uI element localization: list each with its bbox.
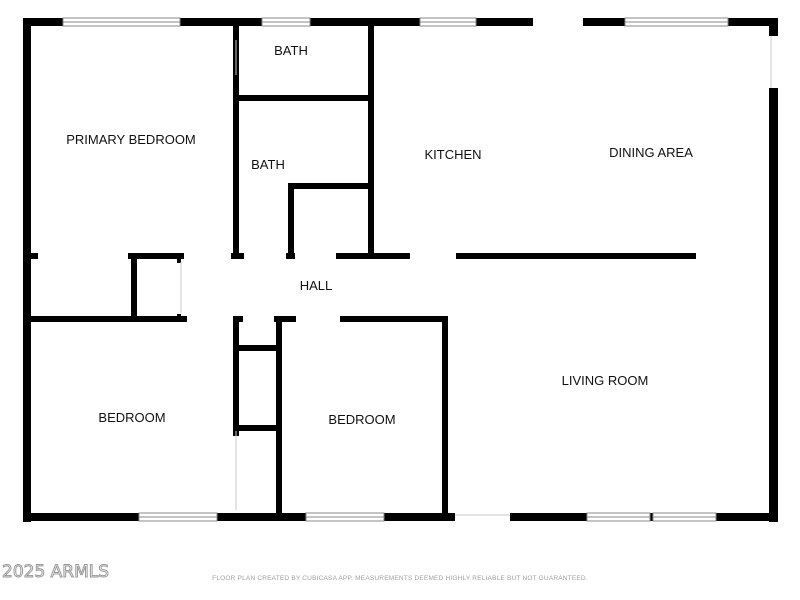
windows (62, 17, 729, 522)
label-primary-bedroom: PRIMARY BEDROOM (66, 132, 196, 147)
exterior-openings (455, 18, 778, 521)
opening-top-dining (533, 18, 583, 26)
window-top-kitchen (419, 17, 477, 27)
wall-linen-left (131, 253, 137, 322)
opening-bottom-living (455, 513, 510, 521)
wall-closet-bedroom-center (276, 316, 282, 521)
window-top-bath (261, 17, 311, 27)
wall-hall-top-2 (128, 253, 184, 259)
window-bottom-living-2 (652, 512, 717, 522)
exterior-walls (23, 18, 778, 522)
label-bedroom-left: BEDROOM (98, 410, 165, 425)
wall-closet-shelf-1 (233, 345, 281, 351)
wall-bath-closet-top (288, 183, 374, 189)
label-dining-area: DINING AREA (609, 145, 693, 160)
wall-linen-right (177, 253, 181, 263)
wall-hall-top-5 (336, 253, 410, 259)
wall-hall-bottom-3 (274, 316, 296, 322)
disclaimer-text: FLOOR PLAN CREATED BY CUBICASA APP. MEAS… (212, 575, 588, 582)
wall-hall-bottom-4 (340, 316, 448, 322)
exterior-wall-left (23, 18, 31, 522)
door-hints (180, 40, 237, 510)
copyright-watermark: 2025 ARMLS (1, 562, 110, 583)
wall-bedroom-left-closet (233, 316, 239, 436)
exterior-wall-bottom (23, 513, 778, 521)
wall-hall-top-3 (231, 253, 244, 259)
wall-bedroom-living (442, 316, 448, 521)
wall-bath-kitchen (368, 26, 374, 259)
exterior-wall-top (23, 18, 778, 26)
window-bottom-bedroom-left (138, 512, 218, 522)
label-living-room: LIVING ROOM (562, 373, 649, 388)
window-top-dining (624, 17, 729, 27)
interior-walls (31, 26, 696, 521)
wall-hall-top-1 (31, 253, 38, 259)
label-kitchen: KITCHEN (424, 147, 481, 162)
room-labels: BATH PRIMARY BEDROOM BATH KITCHEN DINING… (66, 43, 693, 427)
label-hall: HALL (300, 278, 333, 293)
wall-hall-bottom-1 (31, 316, 187, 322)
label-bath-upper: BATH (274, 43, 308, 58)
opening-right-dining (769, 36, 778, 88)
wall-bath-divider (233, 95, 374, 101)
exterior-wall-right (769, 18, 778, 522)
window-bottom-bedroom-center (305, 512, 385, 522)
label-bath-lower: BATH (251, 157, 285, 172)
wall-closet-shelf-2 (233, 425, 281, 431)
label-bedroom-center: BEDROOM (328, 412, 395, 427)
window-bottom-living-1 (586, 512, 651, 522)
window-top-primary (62, 17, 181, 27)
wall-hall-top-4 (286, 253, 295, 259)
wall-bath-closet-left (288, 183, 294, 259)
wall-primary-bath (233, 26, 239, 259)
wall-kitchen-living (456, 253, 696, 259)
